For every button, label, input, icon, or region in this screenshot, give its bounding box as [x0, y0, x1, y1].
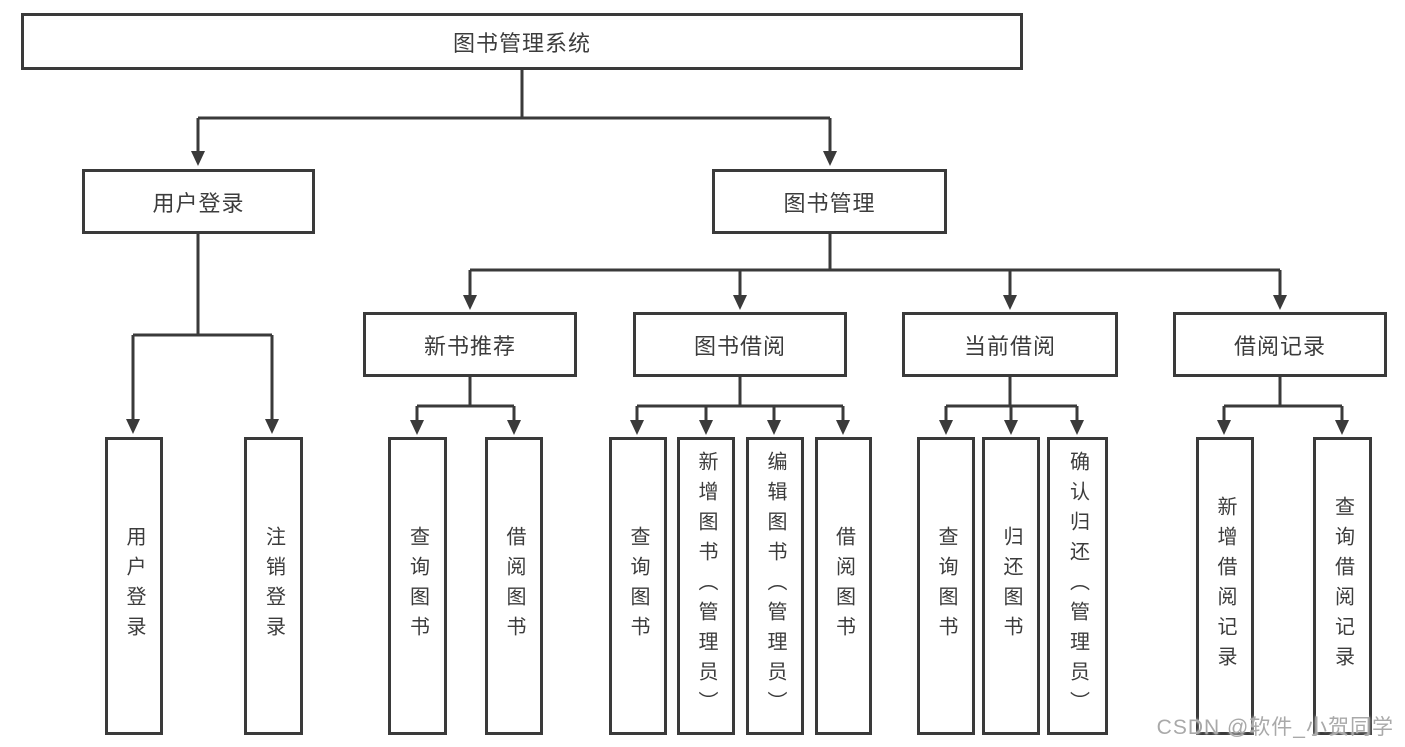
leaf-borrow-books-borrow: 借阅图书 — [815, 437, 872, 735]
node-user-login-label: 用户登录 — [152, 190, 245, 216]
node-root-label: 图书管理系统 — [452, 30, 591, 56]
leaf-logout-label: 注销登录 — [262, 526, 285, 646]
node-book-borrow: 图书借阅 — [633, 312, 847, 377]
leaf-query-borrow-record-label: 查询借阅记录 — [1331, 496, 1354, 676]
leaf-query-books-recommend-label: 查询图书 — [406, 526, 429, 646]
leaf-query-borrow-record: 查询借阅记录 — [1313, 437, 1372, 735]
leaf-confirm-return-admin-label: 确认归还（管理员） — [1066, 451, 1089, 721]
leaf-confirm-return-admin: 确认归还（管理员） — [1047, 437, 1108, 735]
leaf-add-borrow-record: 新增借阅记录 — [1196, 437, 1254, 735]
node-book-management-label: 图书管理 — [783, 190, 876, 216]
leaf-logout: 注销登录 — [244, 437, 303, 735]
node-user-login: 用户登录 — [82, 169, 315, 234]
leaf-add-borrow-record-label: 新增借阅记录 — [1214, 496, 1236, 676]
leaf-query-books-current: 查询图书 — [917, 437, 975, 735]
leaf-query-books-borrow: 查询图书 — [609, 437, 667, 735]
leaf-add-book-admin: 新增图书（管理员） — [677, 437, 735, 735]
node-book-management: 图书管理 — [712, 169, 947, 234]
node-borrow-records-label: 借阅记录 — [1233, 333, 1326, 359]
node-current-borrow: 当前借阅 — [902, 312, 1118, 377]
leaf-borrow-books-recommend: 借阅图书 — [485, 437, 543, 735]
leaf-user-login: 用户登录 — [105, 437, 163, 735]
leaf-add-book-admin-label: 新增图书（管理员） — [695, 451, 717, 721]
leaf-borrow-books-borrow-label: 借阅图书 — [832, 526, 855, 646]
node-book-borrow-label: 图书借阅 — [693, 333, 786, 359]
leaf-return-books-label: 归还图书 — [1000, 526, 1022, 646]
leaf-query-books-borrow-label: 查询图书 — [627, 526, 649, 646]
leaf-query-books-recommend: 查询图书 — [388, 437, 447, 735]
node-root: 图书管理系统 — [21, 13, 1023, 70]
node-current-borrow-label: 当前借阅 — [963, 333, 1056, 359]
leaf-user-login-label: 用户登录 — [123, 526, 145, 646]
csdn-watermark: CSDN @软件_小贺同学 — [1156, 716, 1394, 739]
leaf-return-books: 归还图书 — [982, 437, 1040, 735]
leaf-edit-book-admin: 编辑图书（管理员） — [746, 437, 804, 735]
leaf-edit-book-admin-label: 编辑图书（管理员） — [764, 451, 786, 721]
leaf-borrow-books-recommend-label: 借阅图书 — [503, 526, 525, 646]
node-borrow-records: 借阅记录 — [1173, 312, 1387, 377]
node-new-book-recommend: 新书推荐 — [363, 312, 577, 377]
node-new-book-recommend-label: 新书推荐 — [423, 333, 516, 359]
leaf-query-books-current-label: 查询图书 — [935, 526, 957, 646]
